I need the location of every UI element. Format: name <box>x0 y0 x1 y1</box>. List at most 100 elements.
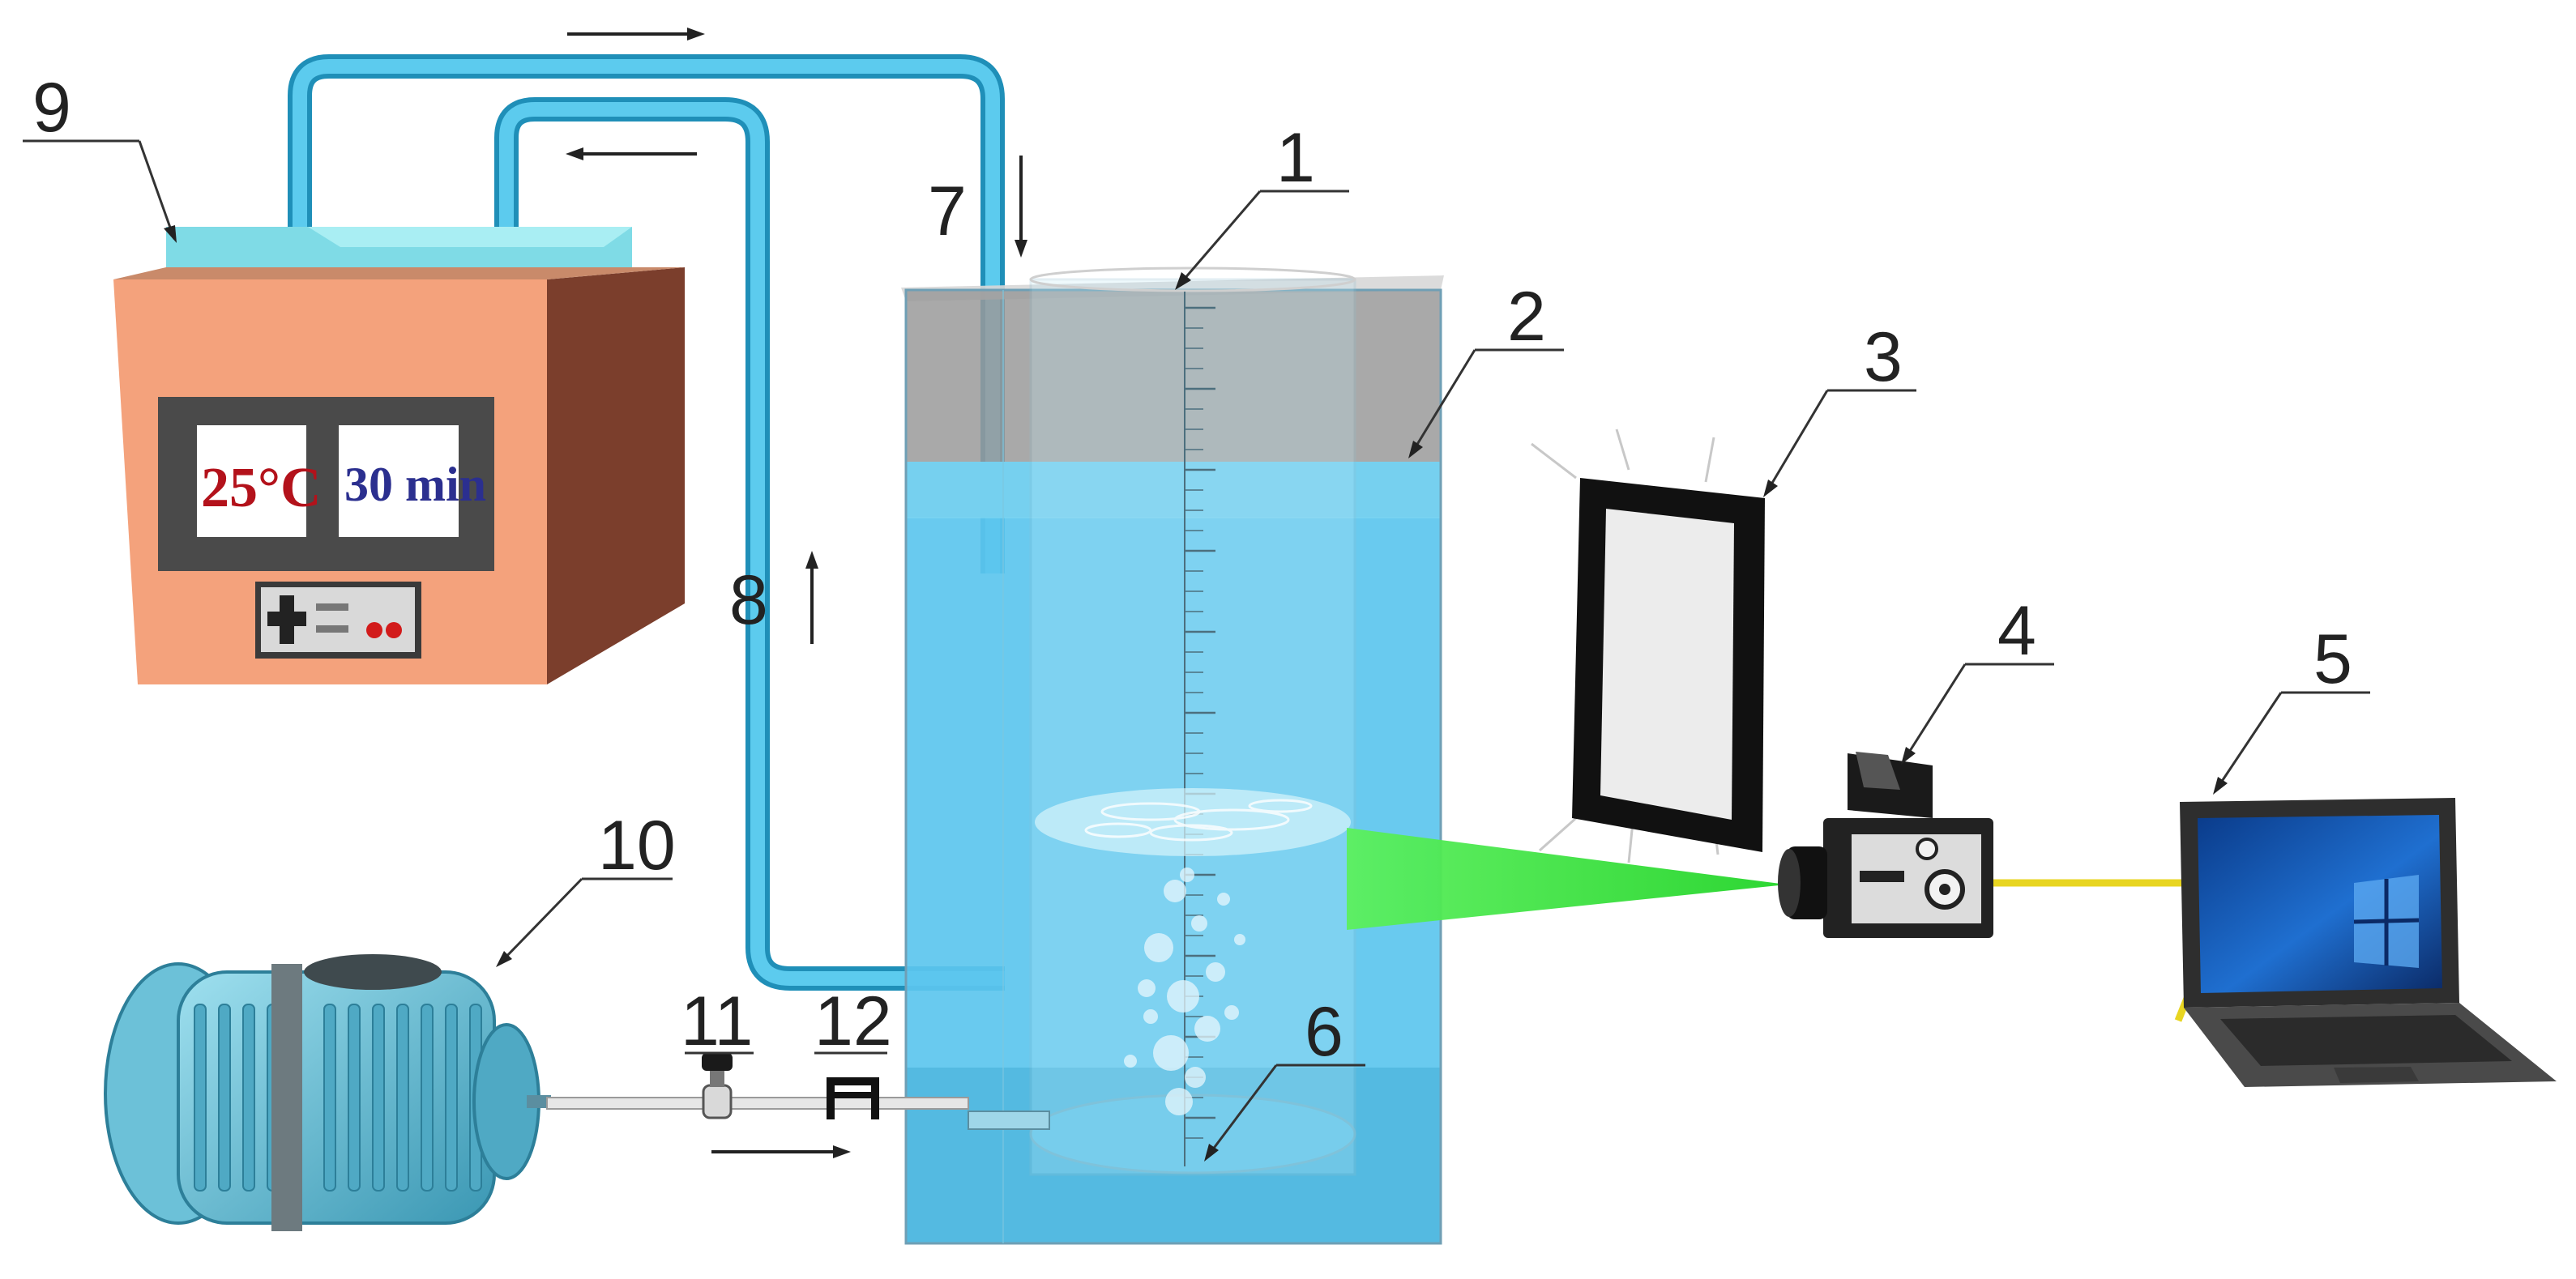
temperature-readout: 25°C <box>201 457 322 519</box>
pump-top-handle <box>304 954 442 990</box>
dpad-horizontal <box>267 612 306 626</box>
ray <box>1627 821 1634 863</box>
pump-fin <box>194 1004 207 1192</box>
bubble <box>1234 934 1245 945</box>
callout-7: 7 <box>928 173 967 250</box>
laptop-touchpad <box>2334 1067 2419 1083</box>
valve-knob <box>702 1053 733 1071</box>
start-bar <box>316 625 348 633</box>
bubble <box>1138 979 1156 997</box>
tube-return-8-highlight <box>499 102 1005 986</box>
ray <box>1539 816 1577 852</box>
pump-fin <box>323 1004 336 1192</box>
air-pump-icon <box>104 954 551 1231</box>
leader-6 <box>1204 1064 1365 1162</box>
ray <box>1615 428 1630 471</box>
bath-top-face <box>113 267 685 279</box>
bubble <box>1224 1005 1239 1020</box>
laser-sheet <box>1347 828 1787 930</box>
bubble <box>1217 893 1230 906</box>
needle-valve <box>702 1053 733 1119</box>
bubble <box>1180 868 1194 882</box>
callout-9: 9 <box>32 69 71 147</box>
leader-4 <box>1901 663 2054 765</box>
camera-knob <box>1916 838 1938 860</box>
leader-9 <box>23 139 177 243</box>
bubble <box>1164 880 1186 902</box>
valve-body <box>702 1084 733 1119</box>
bubble <box>1206 962 1225 982</box>
leader-5 <box>2213 691 2370 795</box>
button-b <box>386 622 402 638</box>
arrow-icon <box>566 147 697 160</box>
bath-lid-top <box>308 227 632 247</box>
callout-4: 4 <box>1997 592 2036 670</box>
bubble <box>1165 1088 1193 1115</box>
camera-viewfinder-hood <box>1856 752 1900 790</box>
callout-3: 3 <box>1864 318 1903 396</box>
ray <box>1531 442 1577 480</box>
arrow-icon <box>1015 156 1027 258</box>
pump-nozzle <box>527 1095 551 1108</box>
leader-2 <box>1408 348 1564 458</box>
bubble <box>1167 980 1199 1013</box>
bubble-column <box>968 266 1356 1176</box>
control-pad <box>255 582 421 659</box>
pump-fin <box>218 1004 231 1192</box>
camera-dial-center <box>1939 884 1950 895</box>
callout-labels: 9 7 1 2 3 8 4 5 10 11 12 6 <box>32 69 2352 1071</box>
pump-fin <box>421 1004 434 1192</box>
bath-side-face <box>547 267 685 684</box>
leader-1 <box>1175 190 1349 290</box>
pump-strap <box>271 964 302 1231</box>
water-surface-in-column <box>1035 788 1351 856</box>
pump-fin <box>445 1004 458 1192</box>
callout-8: 8 <box>729 561 768 639</box>
froth-ring <box>1149 824 1233 842</box>
bubble <box>1153 1035 1189 1071</box>
laptop-keyboard <box>2220 1015 2512 1066</box>
callout-2: 2 <box>1507 278 1546 356</box>
callout-6: 6 <box>1305 993 1344 1071</box>
button-a <box>366 622 382 638</box>
froth-ring <box>1173 808 1290 831</box>
arrow-icon <box>567 28 705 41</box>
camera-lens-front <box>1778 849 1801 917</box>
flow-arrows <box>566 28 1027 1158</box>
pump-fin <box>348 1004 361 1192</box>
usb-cable <box>1993 879 2192 1022</box>
rising-bubbles <box>1124 868 1245 1115</box>
light-panel <box>1531 428 1765 863</box>
camera-slot <box>1860 871 1904 882</box>
arrow-icon <box>711 1145 851 1158</box>
callout-5: 5 <box>2313 620 2352 698</box>
circulation-tubes <box>288 54 1005 991</box>
bubble <box>1144 933 1173 962</box>
callout-11: 11 <box>681 983 753 1060</box>
pump-fin <box>242 1004 255 1192</box>
light-panel-surface <box>1600 509 1734 820</box>
bubble <box>1194 1016 1220 1042</box>
callout-12: 12 <box>814 983 892 1060</box>
valve-stem <box>710 1068 724 1087</box>
tube-outlet-7-highlight <box>293 59 1000 573</box>
flowmeter <box>827 1077 879 1119</box>
timer-screen <box>339 425 459 537</box>
pump-fin <box>396 1004 409 1192</box>
temperature-screen <box>197 425 306 537</box>
froth-ring <box>1084 822 1152 838</box>
callout-1: 1 <box>1276 119 1315 197</box>
tank-water-surface <box>906 462 1441 518</box>
flowmeter-frame <box>827 1077 879 1119</box>
callout-10: 10 <box>598 807 676 885</box>
bubble <box>1124 1055 1137 1068</box>
froth-ring <box>1248 799 1313 813</box>
air-diffuser <box>968 1111 1050 1130</box>
ray <box>1704 437 1715 483</box>
bubble <box>1185 1067 1206 1088</box>
pump-fin <box>372 1004 385 1192</box>
leader-10 <box>496 877 673 967</box>
camera-icon <box>1778 752 1993 938</box>
arrow-icon <box>805 551 818 644</box>
column-bottom-rim <box>1029 1094 1356 1175</box>
